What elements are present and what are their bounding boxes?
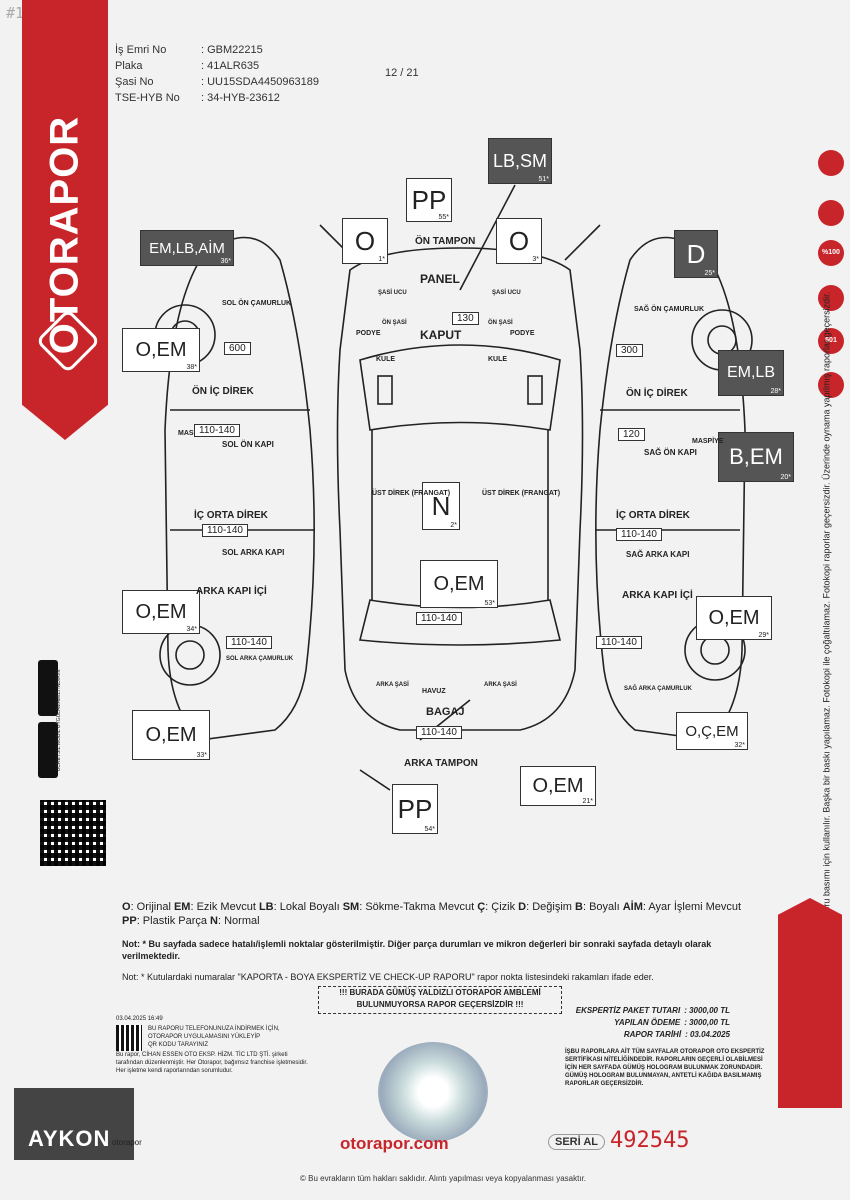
label-on-sasi-left: ÖN ŞASİ — [382, 320, 407, 326]
value-sol-arka-kapi: 110-140 — [202, 524, 248, 537]
label-sol-arka-camurluk: SOL ARKA ÇAMURLUK — [226, 656, 294, 662]
label-on-sasi-right: ÖN ŞASİ — [488, 320, 513, 326]
label-arka-sasi-left: ARKA ŞASİ — [376, 682, 409, 688]
note-kutu-numaralari: Not: * Kutulardaki numaralar "KAPORTA - … — [122, 972, 654, 982]
value-bagaj: 110-140 — [416, 726, 462, 739]
label-podye-right: PODYE — [510, 330, 535, 337]
qr-download-block: 03.04.2025 16:49 BU RAPORU TELEFONUNUZA … — [116, 1016, 308, 1074]
value-sag-arka-kapi: 110-140 — [616, 528, 662, 541]
page-number: 12 / 21 — [385, 67, 419, 79]
label-ic-orta-direk-right: İÇ ORTA DİREK — [616, 510, 690, 521]
label-on-ic-direk-right: ÖN İÇ DİREK — [626, 388, 688, 399]
label-maspiye-right: MASPİYE — [692, 438, 724, 445]
fine-print: İŞBU RAPORLARA AİT TÜM SAYFALAR OTORAPOR… — [565, 1049, 765, 1087]
value-sol-on-camurluk: 600 — [224, 342, 251, 355]
warranty-badge-icon — [818, 200, 844, 226]
label-ic-orta-direk-left: İÇ ORTA DİREK — [194, 510, 268, 521]
footer-url[interactable]: otorapor.com — [340, 1134, 449, 1153]
vertical-disclaimer: Bu evrak sadece OTORAPOR Oto Ekspertiz R… — [821, 291, 832, 1109]
note-hatali-noktalar: Not: * Bu sayfada sadece hatalı/işlemli … — [122, 939, 712, 961]
legend: O: Orijinal EM: Ezik Mevcut LB: Lokal Bo… — [122, 901, 742, 927]
percent-badge: %100 — [818, 240, 844, 266]
label-kaput: KAPUT — [420, 328, 462, 342]
bottom-red-band — [778, 898, 842, 1108]
cert-badge-icon — [818, 150, 844, 176]
label-ust-direk-left: ÜST DİREK (FRANGAT) — [372, 490, 451, 497]
value-sol-on-kapi: 110-140 — [194, 424, 240, 437]
value-kaput: 130 — [452, 312, 479, 325]
label-kule-left: KULE — [376, 356, 396, 363]
check-badge-icon — [818, 285, 844, 311]
value-sol-arka-camurluk: 110-140 — [226, 636, 272, 649]
label-panel: PANEL — [420, 272, 460, 286]
label-ust-direk-right: ÜST DİREK (FRANGAT) — [482, 490, 561, 497]
brand-band — [22, 0, 108, 440]
label-on-ic-direk-left: ÖN İÇ DİREK — [192, 386, 254, 397]
label-arka-tampon: ARKA TAMPON — [404, 758, 478, 769]
label-maspiye-left: MASPİYE — [178, 430, 210, 437]
qr-code[interactable] — [40, 800, 106, 866]
google-play-icon[interactable] — [38, 722, 58, 778]
value-sag-on-camurluk: 300 — [616, 344, 643, 357]
label-sag-on-camurluk: SAĞ ÖN ÇAMURLUK — [634, 306, 704, 313]
label-sol-on-kapi: SOL ÖN KAPI — [222, 440, 274, 449]
small-qr-code[interactable] — [116, 1025, 142, 1051]
aykon-logo: AYKON — [14, 1088, 134, 1160]
app-store-icon[interactable] — [38, 660, 58, 716]
hologram-seal — [378, 1042, 488, 1142]
label-sasi-ucu-left: ŞASİ UCU — [378, 290, 407, 296]
hologram-warning: !!! BURADA GÜMÜŞ YALDIZLI OTORAPOR AMBLE… — [318, 986, 562, 1014]
label-sol-on-camurluk: SOL ÖN ÇAMURLUK — [222, 300, 292, 307]
label-on-tampon: ÖN TAMPON — [415, 236, 476, 247]
value-sag-arka-camurluk: 110-140 — [596, 636, 642, 649]
copyright-text: © Bu evrakların tüm hakları saklıdır. Al… — [300, 1174, 587, 1183]
report-header: İş Emri No: GBM22215 Plaka: 41ALR635 Şas… — [115, 44, 320, 104]
label-havuz: HAVUZ — [422, 688, 446, 695]
label-sag-arka-kapi: SAĞ ARKA KAPI — [626, 550, 690, 559]
app-download-text: ÜCRETSİZ MOBİL UYGULAMAMIZI İNDİRİN. — [56, 668, 62, 772]
otorapor-small-label: otorapor — [112, 1138, 142, 1147]
voltammer-badge-icon — [818, 372, 844, 398]
points-badge: 501 — [818, 328, 844, 354]
fees-block: EKSPERTİZ PAKET TUTARI: 3000,00 TL YAPIL… — [575, 1006, 730, 1039]
app-store-badges[interactable] — [38, 660, 58, 790]
value-sag-on-kapi: 120 — [618, 428, 645, 441]
label-arka-kapi-ici-right: ARKA KAPI İÇİ — [622, 590, 693, 601]
label-sol-arka-kapi: SOL ARKA KAPI — [222, 548, 285, 557]
label-podye-left: PODYE — [356, 330, 381, 337]
value-tavan: 110-140 — [416, 612, 462, 625]
label-sag-on-kapi: SAĞ ÖN KAPI — [644, 448, 697, 457]
label-sasi-ucu-right: ŞASİ UCU — [492, 290, 521, 296]
label-bagaj: BAGAJ — [426, 706, 465, 718]
serial-number: 492545 — [610, 1128, 690, 1153]
label-sag-arka-camurluk: SAĞ ARKA ÇAMURLUK — [624, 686, 692, 692]
label-arka-kapi-ici-left: ARKA KAPI İÇİ — [196, 586, 267, 597]
serial-label: SERİ AL — [548, 1134, 605, 1150]
label-kule-right: KULE — [488, 356, 508, 363]
label-arka-sasi-right: ARKA ŞASİ — [484, 682, 517, 688]
